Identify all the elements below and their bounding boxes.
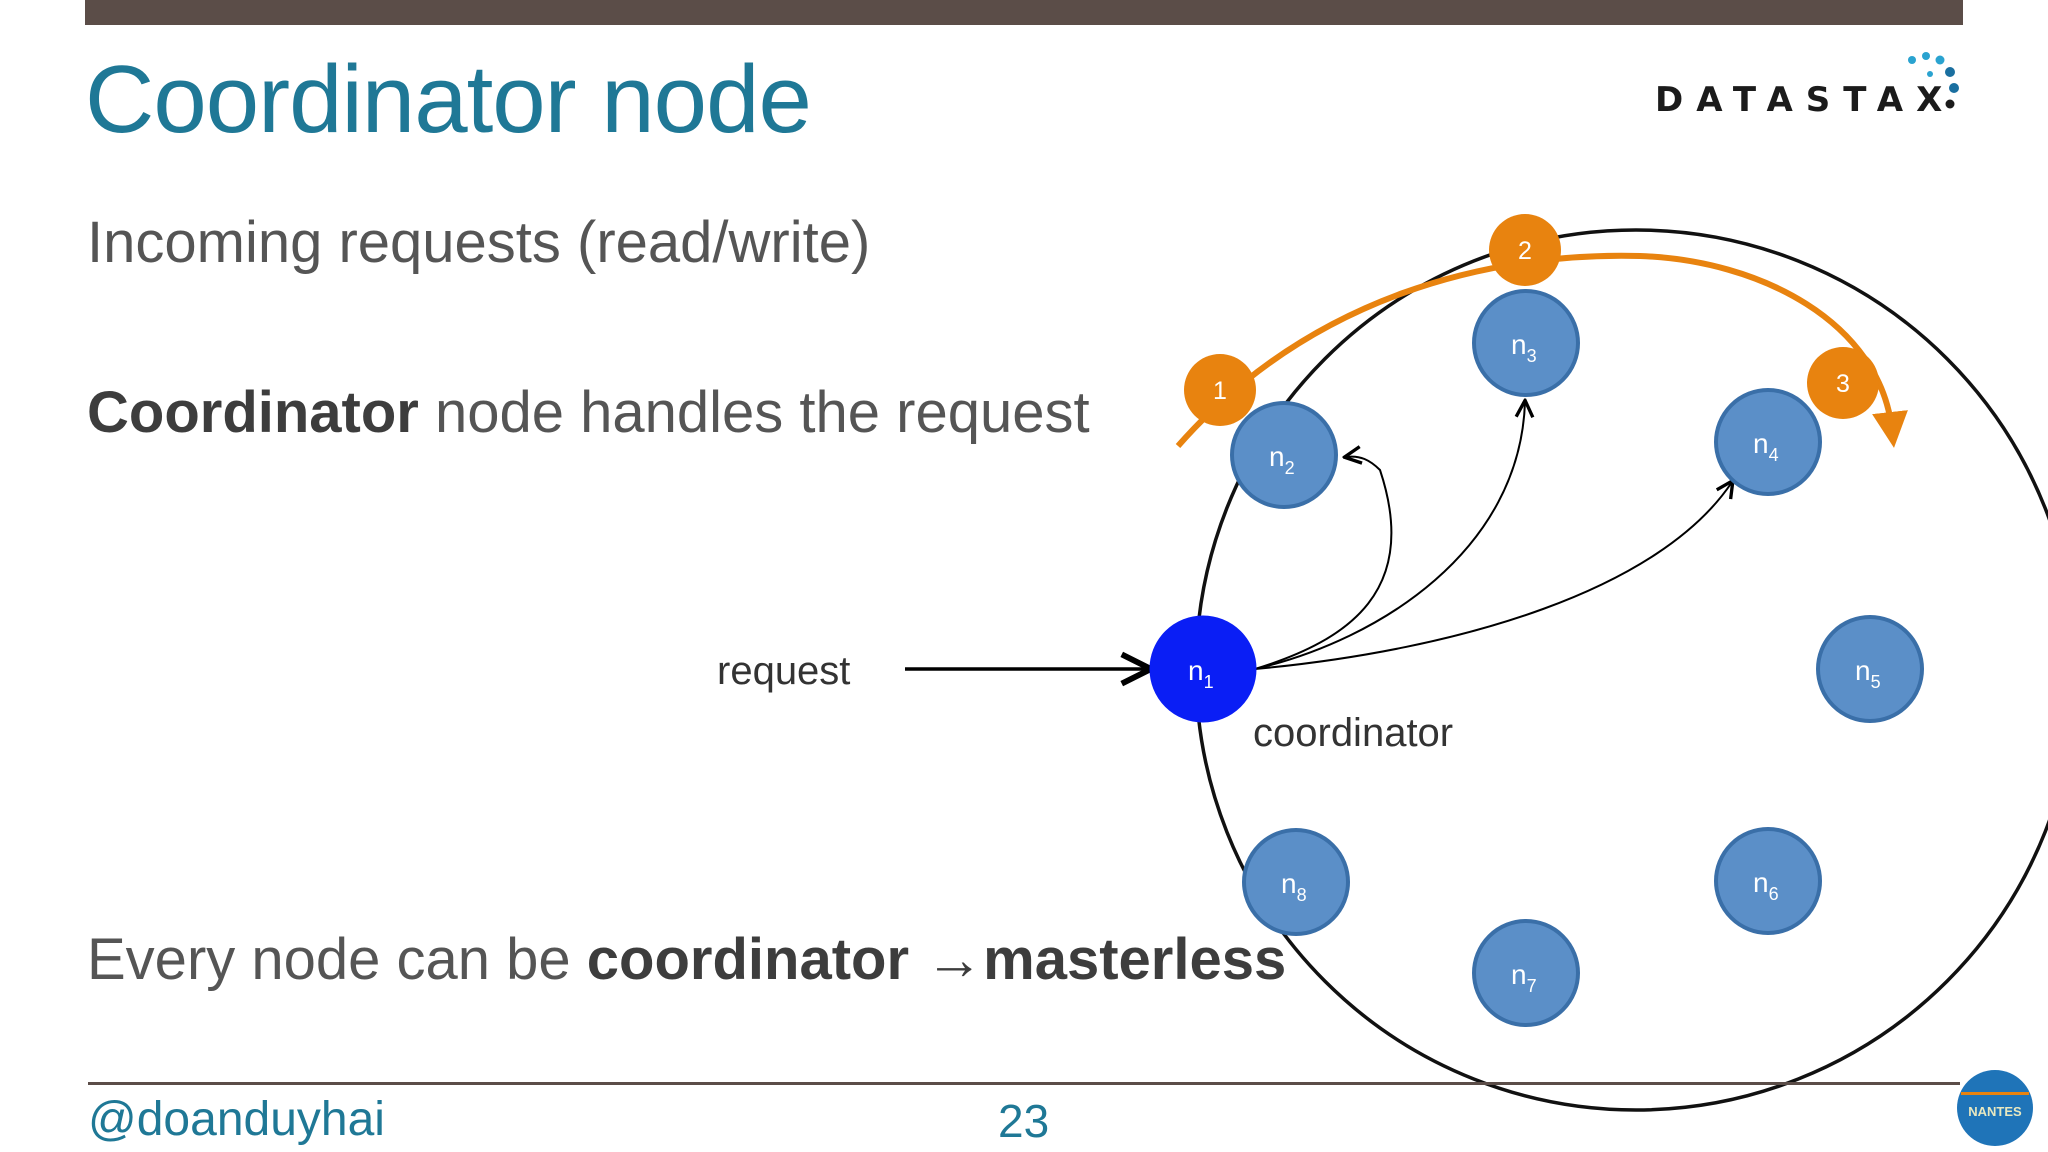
replica-marker-1-circle xyxy=(1184,354,1256,426)
top-bar xyxy=(85,0,1963,25)
replica-marker-2: 2 xyxy=(1489,214,1561,286)
bullet-text: node handles the request xyxy=(418,380,1090,445)
slide-title: Coordinator node xyxy=(85,46,812,153)
node-n7: n7 xyxy=(1472,919,1580,1027)
node-n1: n1 xyxy=(1149,615,1257,723)
coordinator-label: coordinator xyxy=(1253,711,1453,755)
replica-marker-1: 1 xyxy=(1184,354,1256,426)
badge-text: NANTES xyxy=(1968,1104,2022,1119)
replica-marker-3-circle xyxy=(1807,347,1879,419)
node-n1-circle xyxy=(1149,615,1257,723)
node-n8-label: n8 xyxy=(1281,868,1307,905)
node-n4: n4 xyxy=(1714,388,1822,496)
replica-marker-2-circle xyxy=(1489,214,1561,286)
request-label: request xyxy=(717,649,850,693)
bullet-bold-text: coordinator →masterless xyxy=(586,927,1287,992)
node-n6-circle xyxy=(1714,827,1822,935)
node-n8-circle xyxy=(1242,828,1350,936)
forward-arrow-n2 xyxy=(1254,457,1393,670)
node-n4-label: n4 xyxy=(1753,428,1779,465)
footer-divider xyxy=(88,1082,1960,1085)
forward-arrow-n4 xyxy=(1254,482,1732,670)
replica-marker-2-label: 2 xyxy=(1518,237,1532,265)
node-n2-circle xyxy=(1230,401,1338,509)
datastax-logo: DATASTAX xyxy=(1655,80,1956,120)
replica-marker-3-label: 3 xyxy=(1836,370,1850,398)
node-n6: n6 xyxy=(1714,827,1822,935)
node-n7-circle xyxy=(1472,919,1580,1027)
page-number: 23 xyxy=(998,1095,1050,1147)
replica-marker-3: 3 xyxy=(1807,347,1879,419)
node-n3-circle xyxy=(1472,289,1580,397)
bullet-coordinator-handles: Coordinator node handles the request xyxy=(87,384,1090,442)
logo-dots-icon xyxy=(1908,52,1959,109)
node-n7-label: n7 xyxy=(1511,959,1537,996)
replication-arc xyxy=(1175,252,1908,448)
nantes-meetup-badge: NANTES xyxy=(1957,1070,2033,1146)
node-n2: n2 xyxy=(1230,401,1338,509)
bullet-text: Incoming requests (read/write) xyxy=(87,210,871,275)
node-n5: n5 xyxy=(1816,615,1924,723)
bullet-masterless: Every node can be coordinator →masterles… xyxy=(87,931,1286,989)
node-n5-circle xyxy=(1816,615,1924,723)
node-n1-label: n1 xyxy=(1188,655,1214,692)
bullet-text: Every node can be xyxy=(87,927,587,992)
forward-arrow-n3 xyxy=(1254,402,1525,670)
node-n4-circle xyxy=(1714,388,1822,496)
replica-marker-1-label: 1 xyxy=(1213,377,1227,405)
bullet-bold-text: Coordinator xyxy=(87,380,419,445)
node-n3: n3 xyxy=(1472,289,1580,397)
node-n6-label: n6 xyxy=(1753,867,1779,904)
bullet-incoming-requests: Incoming requests (read/write) xyxy=(87,214,870,272)
node-n3-label: n3 xyxy=(1511,329,1537,366)
node-n5-label: n5 xyxy=(1855,655,1881,692)
node-n2-label: n2 xyxy=(1269,441,1295,478)
node-n8: n8 xyxy=(1242,828,1350,936)
author-handle: @doanduyhai xyxy=(88,1093,385,1146)
